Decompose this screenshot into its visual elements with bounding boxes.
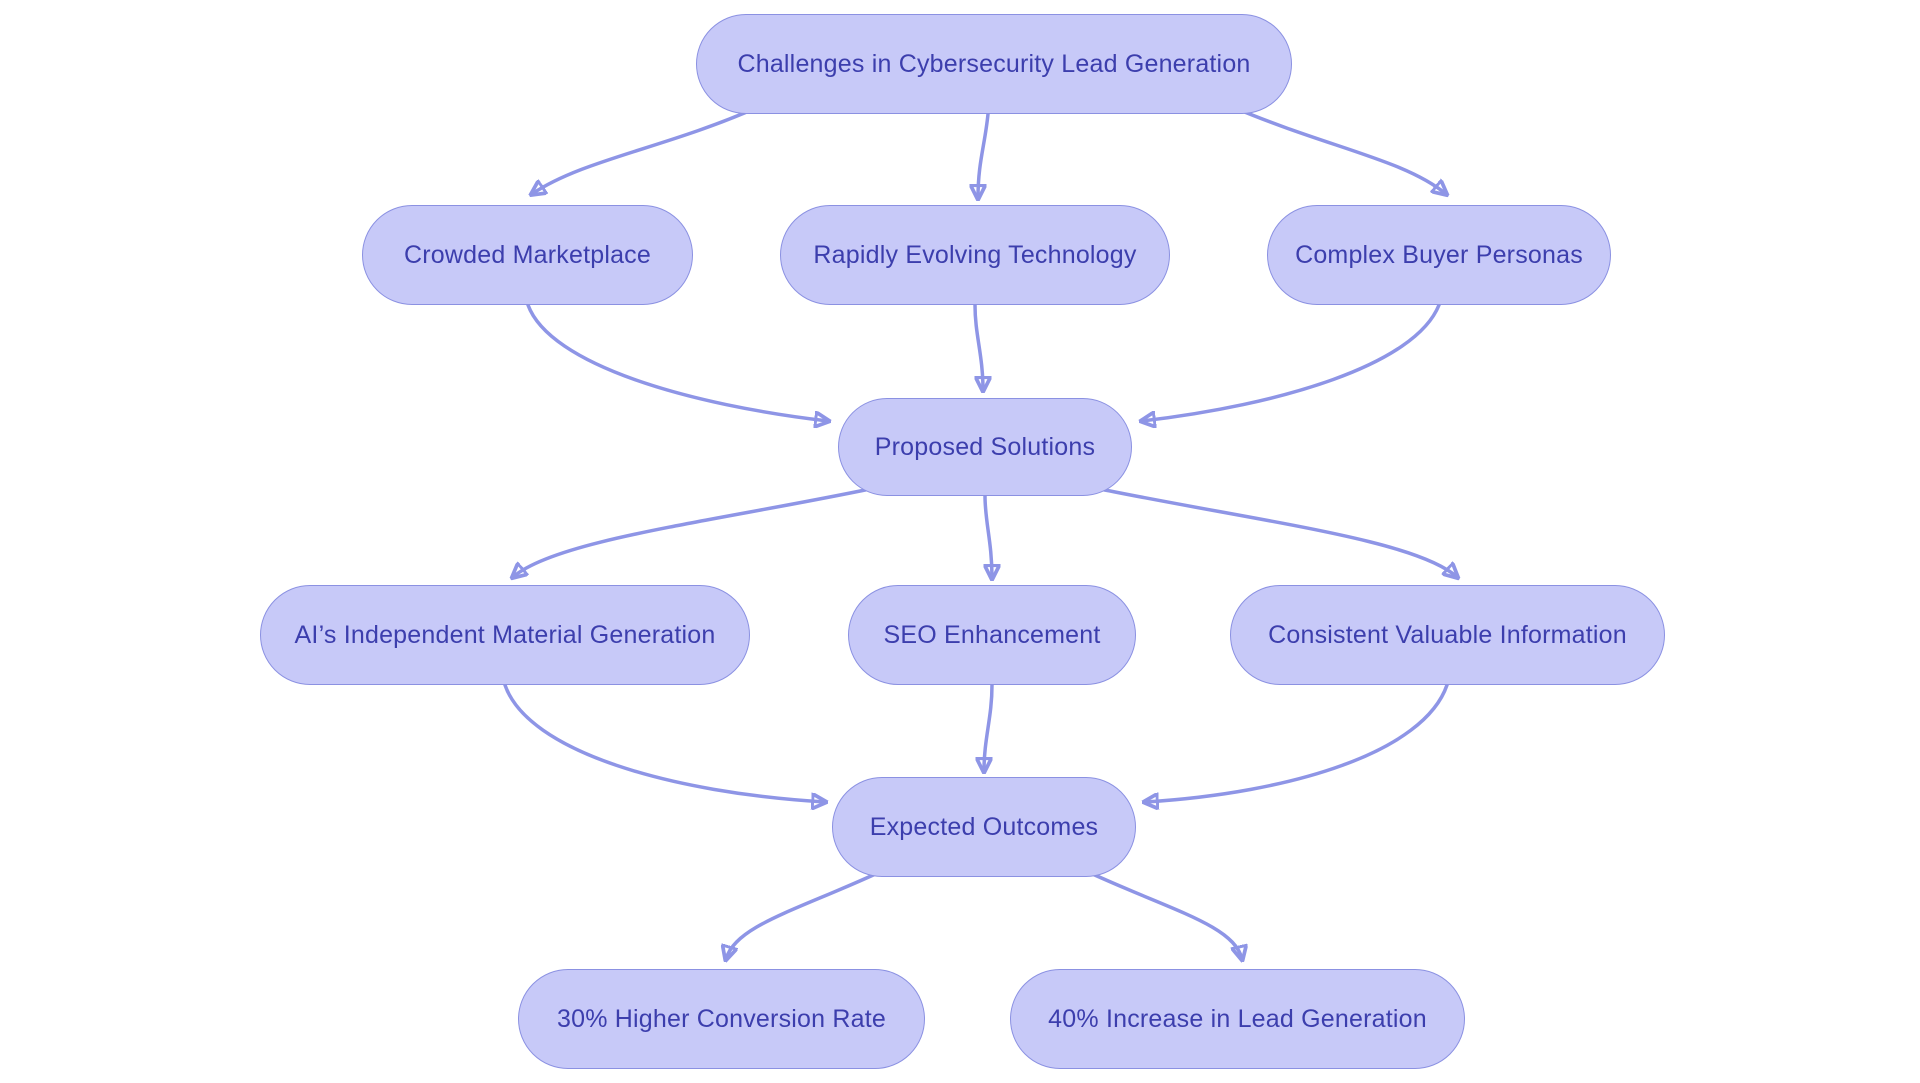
node-rapidly-evolving-technology: Rapidly Evolving Technology: [780, 205, 1170, 305]
edge-seo-expected: [984, 683, 994, 771]
edge-proposed-consistent: [1098, 487, 1457, 577]
edge-proposed-ai: [513, 487, 872, 577]
node-crowded-marketplace: Crowded Marketplace: [362, 205, 693, 305]
node-seo-enhancement: SEO Enhancement: [848, 585, 1136, 685]
edge-challenges-rapidly: [978, 112, 990, 198]
edge-proposed-seo: [983, 494, 992, 578]
edge-expected-conv30: [726, 869, 884, 959]
edge-complex-proposed: [1142, 303, 1441, 421]
edge-challenges-crowded: [532, 106, 758, 194]
node-challenges: Challenges in Cybersecurity Lead Generat…: [696, 14, 1292, 114]
edge-ai-expected: [503, 683, 825, 802]
edge-challenges-complex: [1233, 106, 1446, 194]
edge-consistent-expected: [1145, 683, 1449, 802]
node-40-increase-lead-generation: 40% Increase in Lead Generation: [1010, 969, 1465, 1069]
node-complex-buyer-personas: Complex Buyer Personas: [1267, 205, 1611, 305]
edge-rapidly-proposed: [973, 303, 983, 390]
node-expected-outcomes: Expected Outcomes: [832, 777, 1136, 877]
node-30-higher-conversion-rate: 30% Higher Conversion Rate: [518, 969, 925, 1069]
edge-expected-lead40: [1084, 869, 1242, 959]
node-ai-material-generation: AI’s Independent Material Generation: [260, 585, 750, 685]
edge-crowded-proposed: [526, 303, 828, 421]
node-consistent-valuable-information: Consistent Valuable Information: [1230, 585, 1665, 685]
node-proposed-solutions: Proposed Solutions: [838, 398, 1132, 496]
